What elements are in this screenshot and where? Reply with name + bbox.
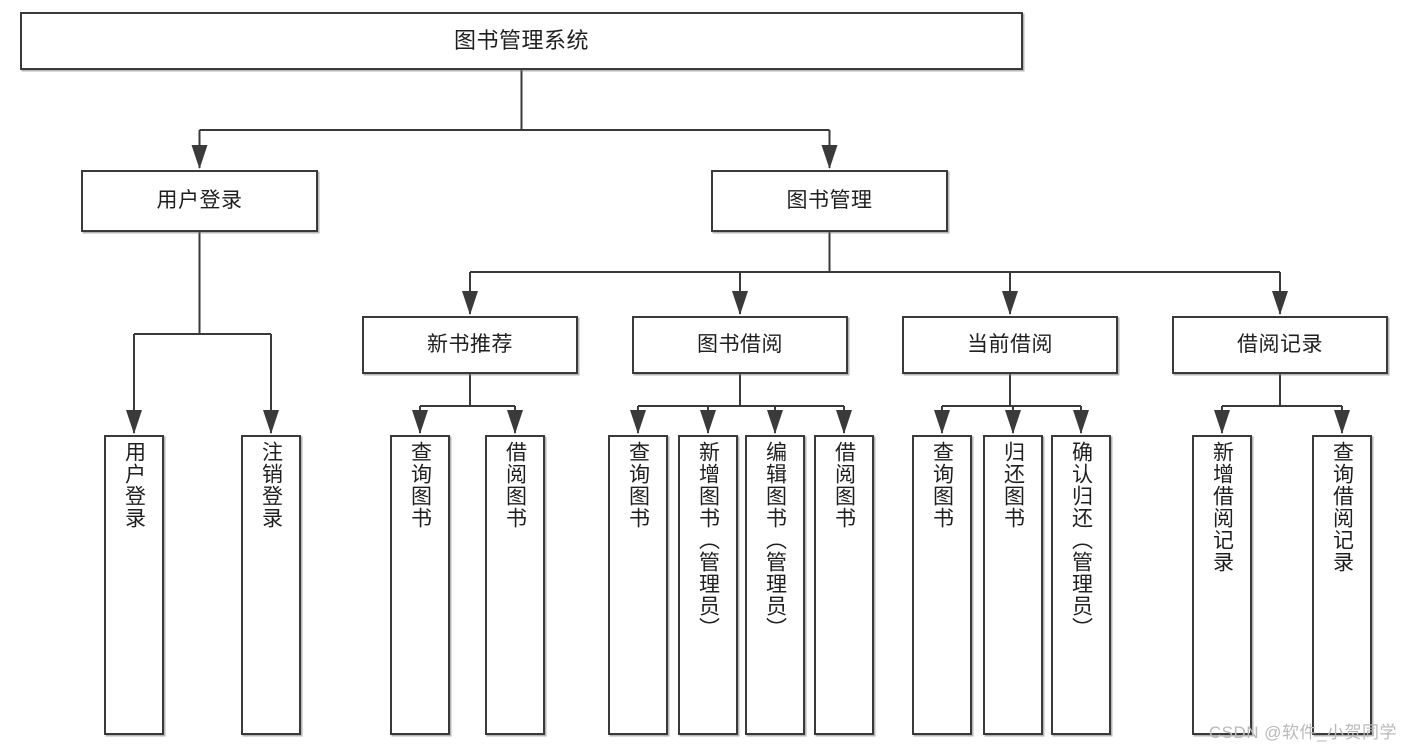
node-records[interactable]: 借阅记录 bbox=[1172, 316, 1388, 374]
arrowhead-l-nb-query bbox=[412, 410, 428, 434]
node-l-bborrow[interactable]: 借阅图书 bbox=[814, 435, 874, 735]
arrowhead-l-cconfirm bbox=[1073, 410, 1089, 434]
arrowhead-bookmgmt bbox=[821, 145, 838, 169]
node-l-cq[interactable]: 查询图书 bbox=[912, 435, 972, 735]
node-l-radd[interactable]: 新增借阅记录 bbox=[1192, 435, 1252, 735]
node-bookmgmt[interactable]: 图书管理 bbox=[711, 170, 948, 232]
arrowhead-l-bedit bbox=[767, 410, 783, 434]
node-l-login[interactable]: 用户登录 bbox=[104, 435, 164, 735]
node-l-bq[interactable]: 查询图书 bbox=[608, 435, 668, 735]
arrowhead-l-badd bbox=[700, 410, 716, 434]
arrowhead-l-creturn bbox=[1005, 410, 1021, 434]
node-label: 查询图书 bbox=[930, 441, 954, 529]
arrowhead-l-login bbox=[126, 410, 142, 434]
node-label: 查询图书 bbox=[626, 441, 650, 529]
node-label: 编辑图书（管理员） bbox=[763, 441, 787, 639]
arrowhead-login bbox=[191, 145, 208, 169]
node-label: 图书管理 bbox=[786, 188, 873, 212]
node-l-nb-query[interactable]: 查询图书 bbox=[390, 435, 450, 735]
arrowhead-l-logout bbox=[263, 410, 279, 434]
node-label: 借阅记录 bbox=[1237, 332, 1323, 356]
arrowhead-records bbox=[1272, 291, 1288, 315]
node-root[interactable]: 图书管理系统 bbox=[20, 12, 1023, 70]
node-label: 确认归还（管理员） bbox=[1069, 441, 1093, 639]
node-label: 新增图书（管理员） bbox=[696, 441, 720, 639]
node-l-cconfirm[interactable]: 确认归还（管理员） bbox=[1051, 435, 1111, 735]
node-label: 查询借阅记录 bbox=[1330, 441, 1354, 573]
node-label: 借阅图书 bbox=[832, 441, 856, 529]
node-l-creturn[interactable]: 归还图书 bbox=[983, 435, 1043, 735]
node-label: 图书管理系统 bbox=[453, 28, 589, 54]
node-label: 新增借阅记录 bbox=[1210, 441, 1234, 573]
node-borrow[interactable]: 图书借阅 bbox=[632, 316, 848, 374]
node-label: 查询图书 bbox=[408, 441, 432, 529]
node-l-nb-borrow[interactable]: 借阅图书 bbox=[485, 435, 545, 735]
arrowhead-l-bborrow bbox=[836, 410, 852, 434]
node-label: 新书推荐 bbox=[427, 332, 513, 356]
node-l-badd[interactable]: 新增图书（管理员） bbox=[678, 435, 738, 735]
arrowhead-borrow bbox=[732, 291, 748, 315]
node-current[interactable]: 当前借阅 bbox=[902, 316, 1118, 374]
node-label: 图书借阅 bbox=[697, 332, 783, 356]
node-label: 借阅图书 bbox=[503, 441, 527, 529]
node-l-bedit[interactable]: 编辑图书（管理员） bbox=[745, 435, 805, 735]
node-label: 用户登录 bbox=[122, 441, 146, 529]
arrowhead-current bbox=[1002, 291, 1018, 315]
node-label: 注销登录 bbox=[259, 441, 283, 529]
node-label: 当前借阅 bbox=[967, 332, 1053, 356]
node-l-rquery[interactable]: 查询借阅记录 bbox=[1312, 435, 1372, 735]
node-l-logout[interactable]: 注销登录 bbox=[241, 435, 301, 735]
node-newbook[interactable]: 新书推荐 bbox=[362, 316, 578, 374]
node-label: 归还图书 bbox=[1001, 441, 1025, 529]
arrowhead-newbook bbox=[462, 291, 478, 315]
node-login[interactable]: 用户登录 bbox=[81, 170, 318, 232]
node-label: 用户登录 bbox=[156, 188, 243, 212]
arrowhead-l-cq bbox=[934, 410, 950, 434]
arrowhead-l-radd bbox=[1214, 410, 1230, 434]
arrowhead-l-bq bbox=[630, 410, 646, 434]
arrowhead-l-rquery bbox=[1334, 410, 1350, 434]
arrowhead-l-nb-borrow bbox=[507, 410, 523, 434]
